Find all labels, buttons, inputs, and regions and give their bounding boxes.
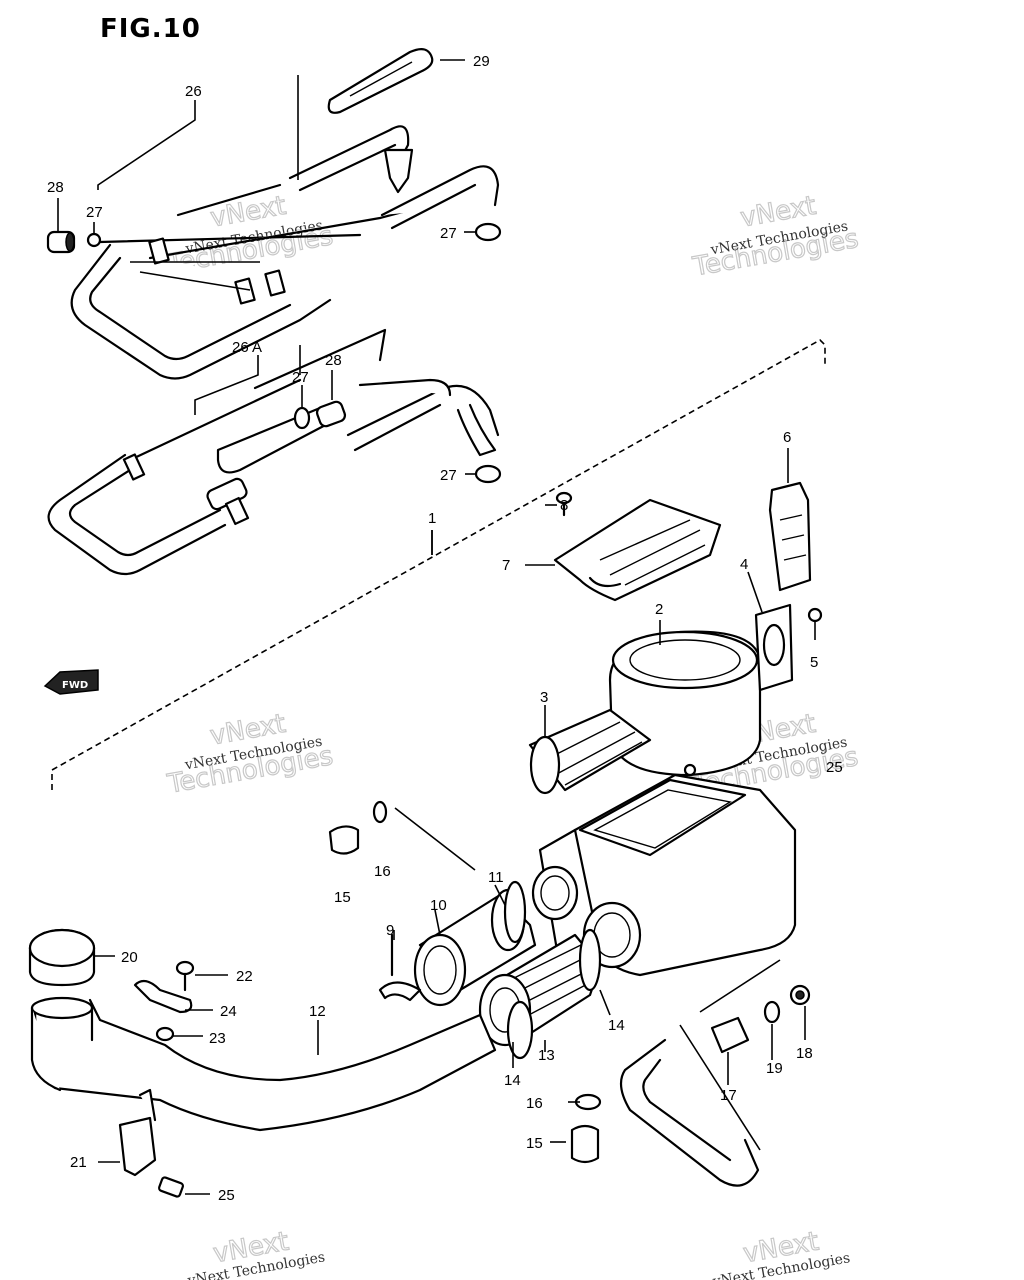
callout-27-mid-right: 27 [440, 467, 457, 484]
clamp-19 [763, 1000, 781, 1024]
callout-1: 1 [428, 510, 436, 527]
watermark-top-right: vNext Technologies vNext Technologies [689, 190, 861, 283]
bracket-6 [768, 481, 812, 592]
callout-5: 5 [810, 654, 818, 671]
callout-27-top-right: 27 [440, 225, 457, 242]
hose-17 [619, 1016, 760, 1187]
clamp-9 [378, 933, 422, 1002]
clamp-27-top-left [86, 232, 102, 248]
callout-19: 19 [766, 1060, 783, 1077]
clamp-14-lower [506, 1000, 534, 1060]
callout-14-lower: 14 [504, 1072, 521, 1089]
callout-23: 23 [209, 1030, 226, 1047]
bolt-5 [807, 607, 823, 623]
callout-22: 22 [236, 968, 253, 985]
callout-14-upper: 14 [608, 1017, 625, 1034]
figure-title: FIG.10 [100, 14, 201, 44]
callout-12: 12 [309, 1003, 326, 1020]
plate-24 [133, 979, 193, 1014]
callout-13: 13 [538, 1047, 555, 1064]
callout-27-top-left: 27 [86, 204, 103, 221]
svg-text:FWD: FWD [62, 680, 88, 691]
bolt-25-bottom [158, 1176, 184, 1198]
ring-20 [28, 928, 96, 968]
callout-11: 11 [488, 869, 504, 886]
callout-28-mid: 28 [325, 352, 342, 369]
callout-25-bottom: 25 [218, 1187, 235, 1204]
callout-8: 8 [560, 497, 568, 514]
bolt-22 [175, 960, 195, 992]
cap-15-lower [570, 1124, 600, 1164]
callout-4: 4 [740, 556, 748, 573]
leader-lines [57, 59, 816, 1195]
callout-28-top: 28 [47, 179, 64, 196]
nut-23 [155, 1026, 175, 1042]
element-2 [608, 630, 762, 777]
fitting-18 [789, 984, 811, 1006]
cap-28-mid [315, 400, 347, 428]
callout-16-lower: 16 [526, 1095, 543, 1112]
callout-21: 21 [70, 1154, 87, 1171]
fwd-arrow-icon: FWD [43, 669, 99, 695]
clamp-27-top-right [474, 222, 502, 242]
callout-labels: 29 26 28 27 27 26 A 27 28 27 1 8 7 6 4 2… [47, 53, 843, 1204]
callout-7: 7 [502, 557, 510, 574]
callout-2: 2 [655, 601, 663, 618]
clamp-27-mid-left [293, 406, 311, 430]
callout-26: 26 [185, 83, 202, 100]
screw-8 [555, 491, 573, 517]
cap-15-upper [328, 825, 360, 855]
callout-25-right: 25 [826, 759, 843, 776]
callout-15-lower: 15 [526, 1135, 543, 1152]
callout-10: 10 [430, 897, 447, 914]
clamp-16-upper [372, 800, 388, 824]
hose-assembly-26a [47, 328, 500, 576]
bracket-21 [118, 1088, 157, 1177]
watermark-group: vNext Technologies vNext Technologies vN… [164, 190, 861, 1280]
callout-24: 24 [220, 1003, 237, 1020]
strap-29 [327, 47, 434, 114]
cover-7 [553, 498, 722, 602]
callout-16-upper: 16 [374, 863, 391, 880]
plate-4 [754, 603, 794, 692]
callout-17: 17 [720, 1087, 737, 1104]
cap-28-top [46, 230, 76, 254]
clamp-14-upper [578, 928, 602, 992]
callout-9: 9 [386, 922, 394, 939]
watermark-bottom-right: vNext vNext Technologies [711, 1226, 852, 1280]
hose-assembly-26 [70, 125, 500, 380]
callout-15-upper: 15 [334, 889, 351, 906]
watermark-mid-left: vNext Technologies vNext Technologies [164, 708, 336, 800]
watermark-bottom-left: vNext vNext Technologies [186, 1226, 327, 1280]
callout-18: 18 [796, 1045, 813, 1062]
callout-20: 20 [121, 949, 138, 966]
callout-27-mid-left: 27 [292, 369, 309, 386]
callout-29: 29 [473, 53, 490, 70]
clamp-27-mid-right [474, 464, 502, 484]
callout-6: 6 [783, 429, 791, 446]
callout-26a: 26 A [232, 339, 262, 356]
clamp-11 [503, 880, 527, 944]
callout-3: 3 [540, 689, 548, 706]
